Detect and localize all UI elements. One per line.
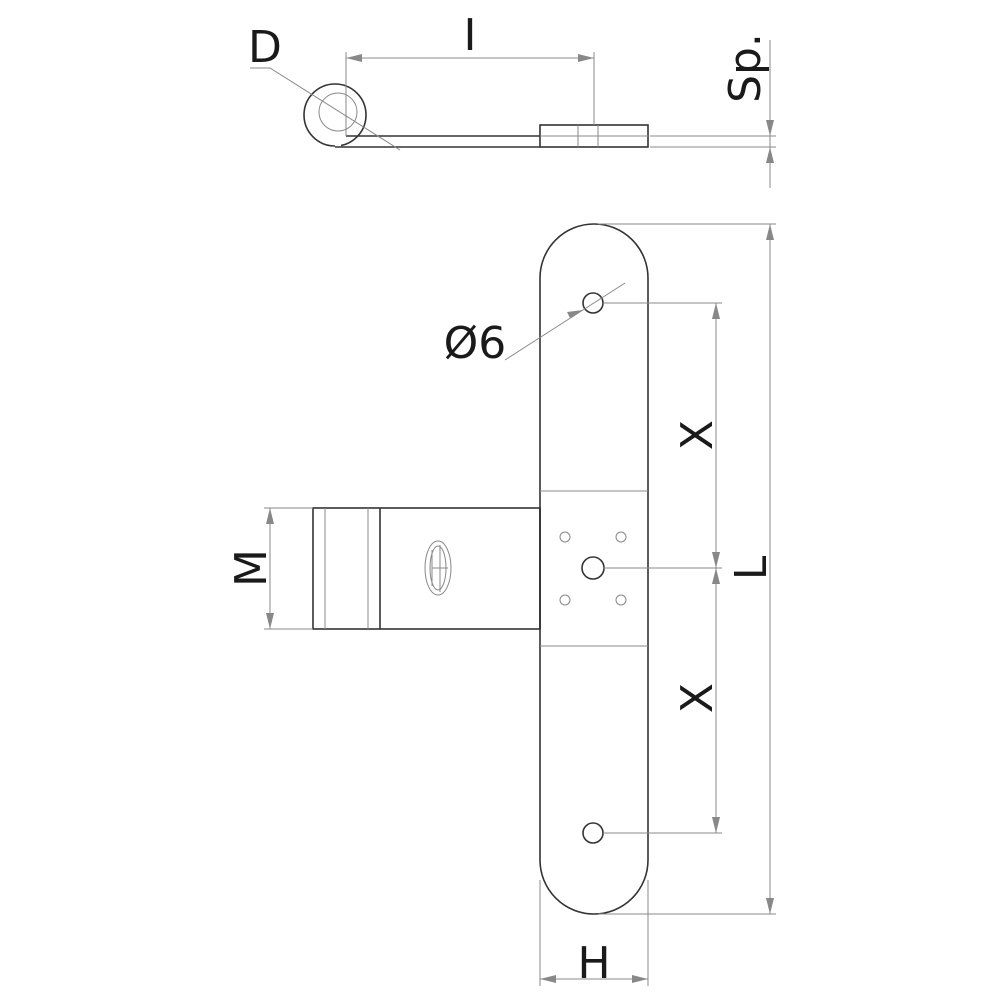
dimension-L <box>598 223 776 915</box>
label-D: D <box>248 22 282 73</box>
screw-hole-center <box>581 556 605 580</box>
dimension-diameter-leader <box>504 282 626 361</box>
dimension-H <box>539 880 649 986</box>
dimension-Sp <box>650 40 776 188</box>
front-view <box>312 223 649 915</box>
dimension-I <box>345 52 595 136</box>
logo-emblem <box>424 540 452 596</box>
hinge-knuckle-inner <box>318 92 358 132</box>
dimension-D-leader <box>250 67 401 151</box>
dimension-X <box>603 302 722 834</box>
hinge-arm <box>312 507 541 630</box>
label-I: I <box>464 10 477 61</box>
label-L: L <box>726 555 777 580</box>
label-diameter: Ø6 <box>444 318 507 369</box>
dimension-M <box>264 507 313 630</box>
label-H: H <box>577 938 610 989</box>
label-X-lower: X <box>672 683 723 713</box>
side-view: I D Sp. <box>248 10 776 188</box>
label-M: M <box>226 549 277 587</box>
dimensions: Ø6 X X L M H <box>226 223 777 989</box>
strap-side <box>335 135 540 148</box>
label-X-upper: X <box>672 420 723 450</box>
label-Sp: Sp. <box>720 33 771 103</box>
screw-hole-bottom <box>582 822 604 844</box>
